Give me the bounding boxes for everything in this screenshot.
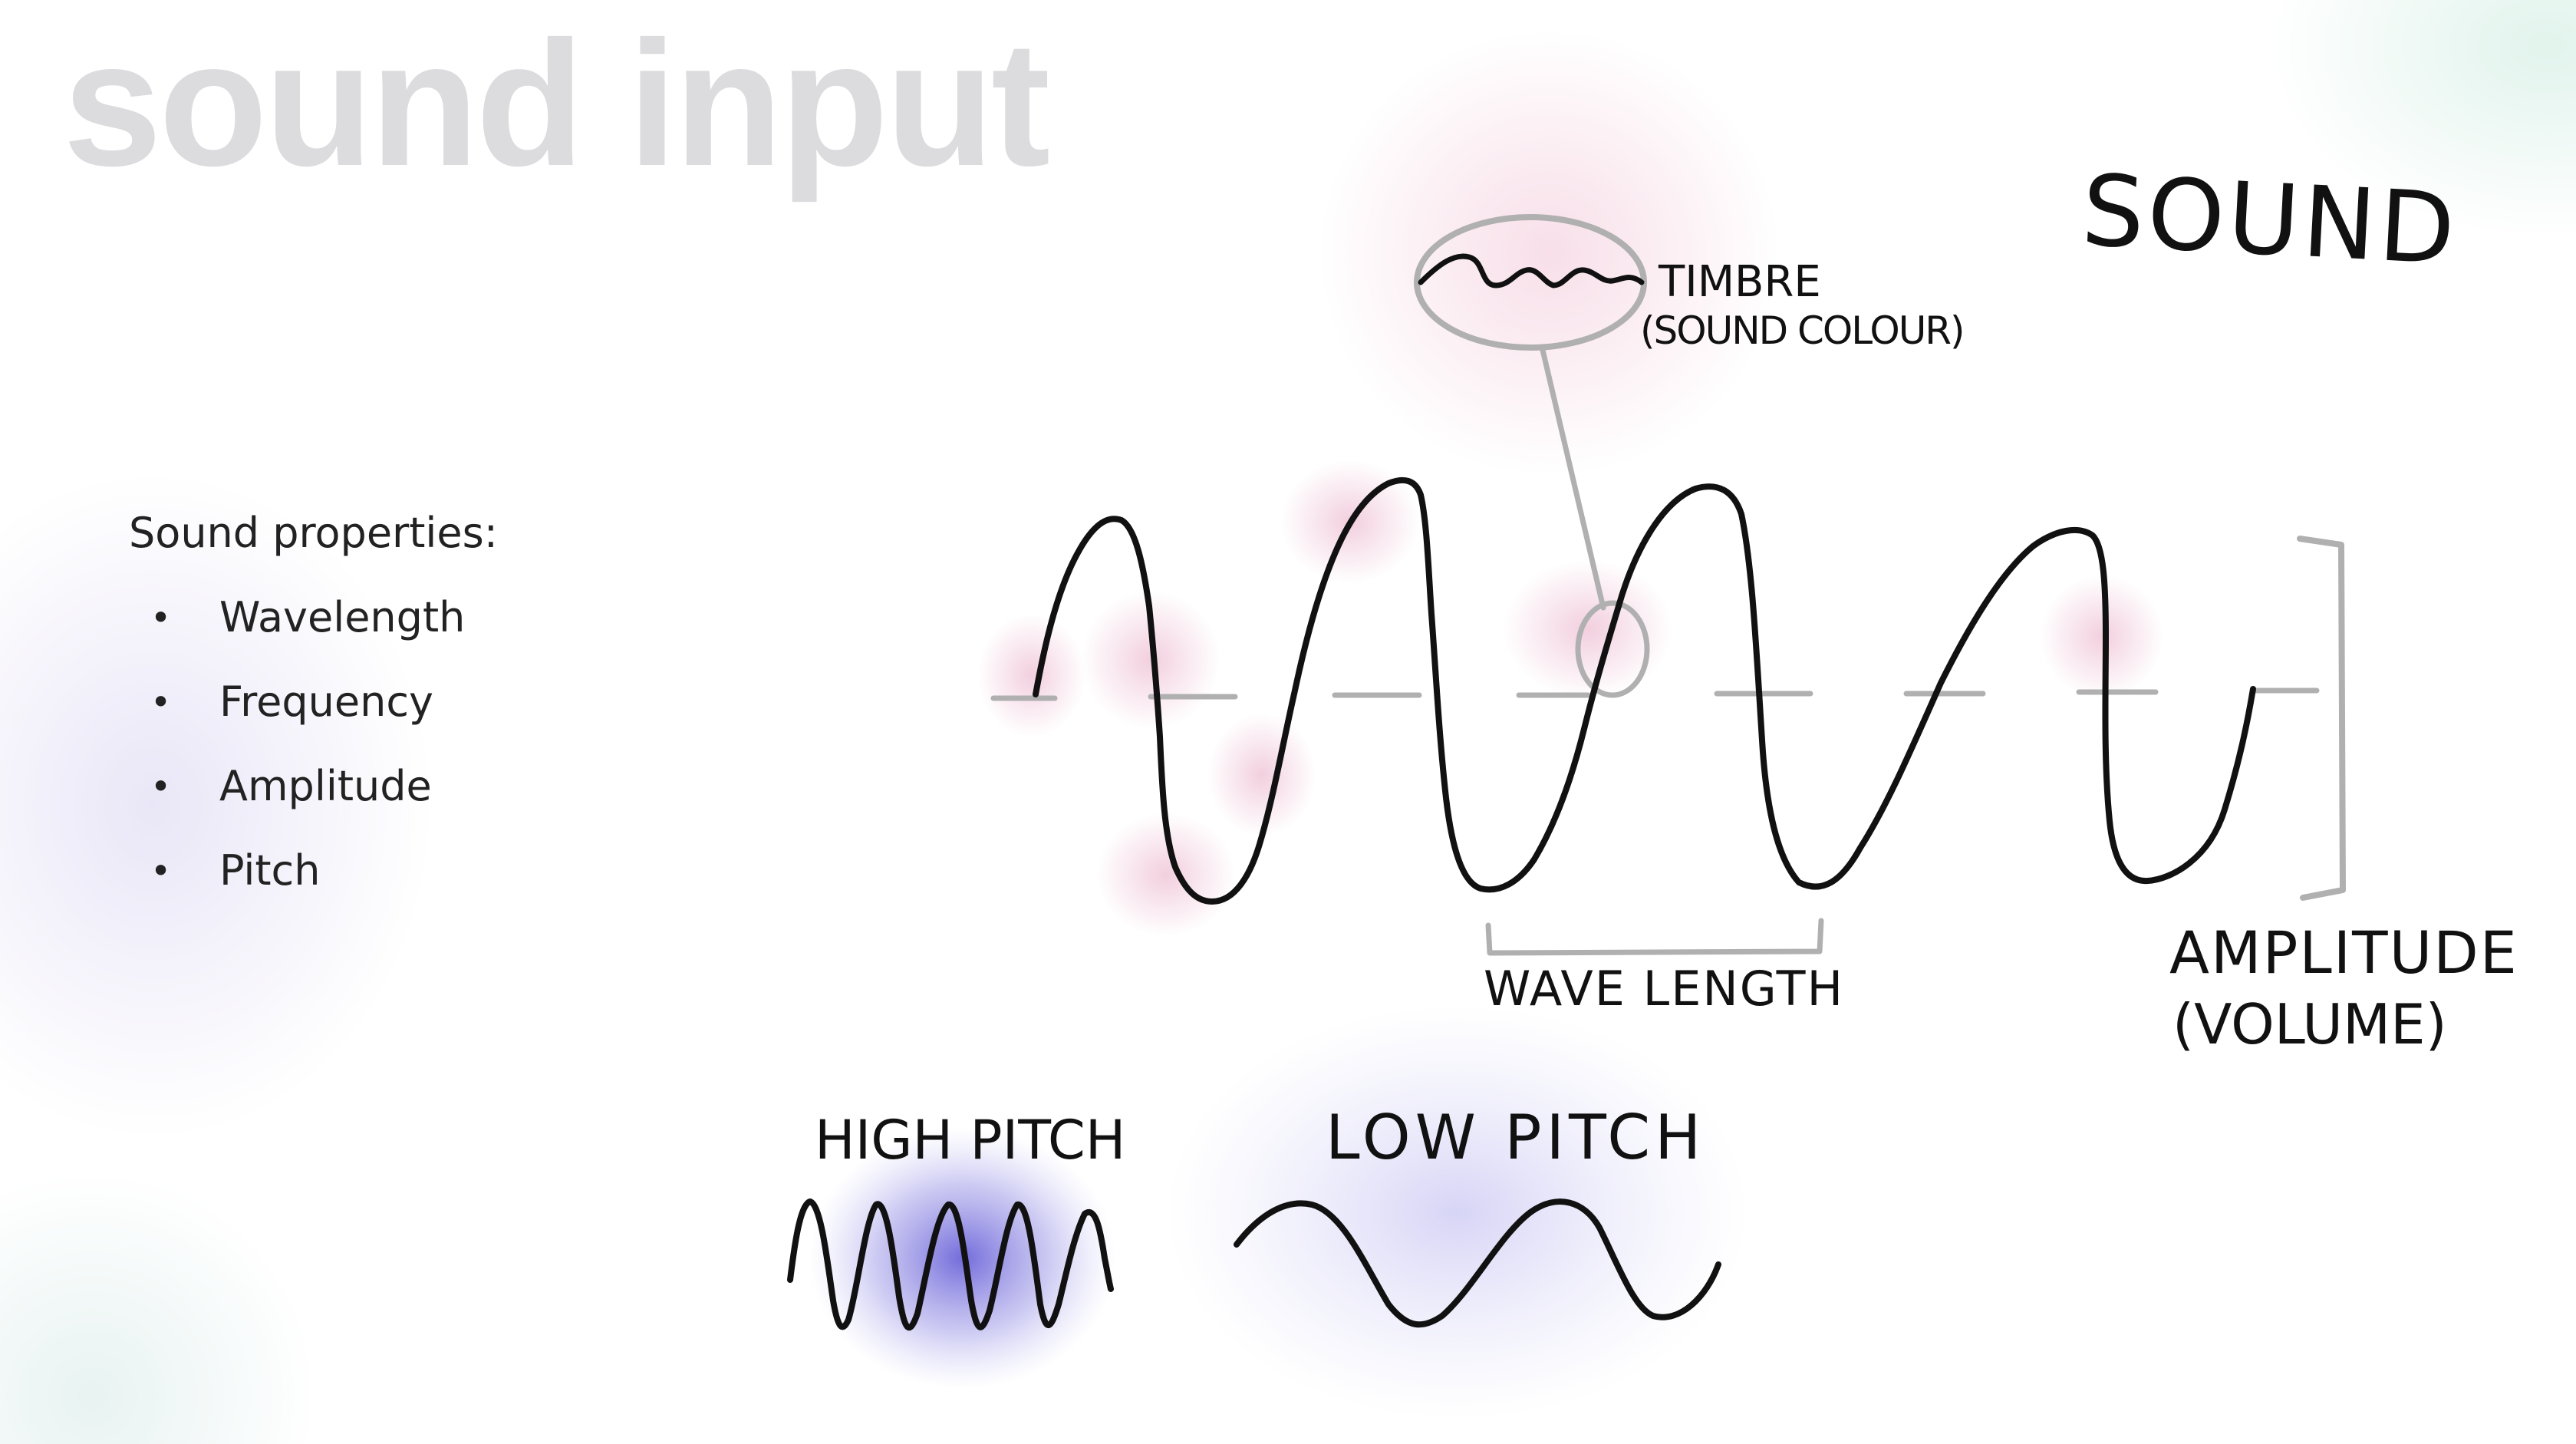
- list-item-label: Pitch: [219, 846, 321, 895]
- magnifier-pointer: [1539, 344, 1606, 611]
- timbre-glow: [2041, 575, 2163, 698]
- sound-label: SOUND: [2079, 153, 2460, 287]
- slide-title: sound input: [63, 5, 1050, 203]
- amplitude-label: AMPLITUDE: [2169, 918, 2518, 987]
- low-pitch-label: LOW PITCH: [1326, 1102, 1705, 1173]
- low-pitch-glow: [1166, 1005, 1749, 1419]
- timbre-magnifier: [1414, 214, 1650, 698]
- bullet-dot-icon: •: [150, 681, 172, 723]
- high-pitch-label: HIGH PITCH: [815, 1109, 1125, 1172]
- properties-list: • Wavelength • Frequency • Amplitude • Pitch: [129, 589, 498, 899]
- timbre-glow: [1208, 714, 1316, 836]
- baseline-dashes: [990, 687, 2320, 701]
- bullet-dot-icon: •: [150, 766, 172, 807]
- list-item: • Pitch: [129, 842, 498, 899]
- timbre-glow: [1319, 31, 1780, 476]
- timbre-glow: [1097, 813, 1235, 936]
- list-item-label: Amplitude: [219, 762, 432, 810]
- amplitude-sublabel: (VOLUME): [2172, 992, 2447, 1057]
- timbre-glows: [978, 31, 2163, 936]
- timbre-glow: [1504, 560, 1672, 698]
- timbre-glow: [978, 614, 1085, 737]
- timbre-label: TIMBRE: [1658, 257, 1821, 307]
- list-item: • Amplitude: [129, 758, 498, 815]
- list-item-label: Frequency: [219, 677, 433, 726]
- high-pitch-wave: [787, 1198, 1114, 1331]
- bullet-dot-icon: •: [150, 850, 172, 892]
- sound-wave: [1033, 476, 2256, 905]
- timbre-sublabel: (SOUND COLOUR): [1640, 308, 1964, 353]
- list-item: • Wavelength: [129, 589, 498, 646]
- bullet-dot-icon: •: [150, 597, 172, 638]
- list-item-label: Wavelength: [219, 593, 466, 641]
- low-pitch-wave: [1234, 1198, 1721, 1328]
- list-item: • Frequency: [129, 674, 498, 730]
- sound-properties: Sound properties: • Wavelength • Frequency…: [129, 505, 498, 927]
- amplitude-bracket: [2297, 536, 2346, 901]
- magnifier-focus: [1575, 600, 1650, 698]
- properties-heading: Sound properties:: [129, 509, 498, 557]
- timbre-wave-detail: [1418, 253, 1645, 288]
- wavelength-bracket: [1485, 918, 1824, 956]
- wavelength-label: WAVE LENGTH: [1484, 961, 1844, 1017]
